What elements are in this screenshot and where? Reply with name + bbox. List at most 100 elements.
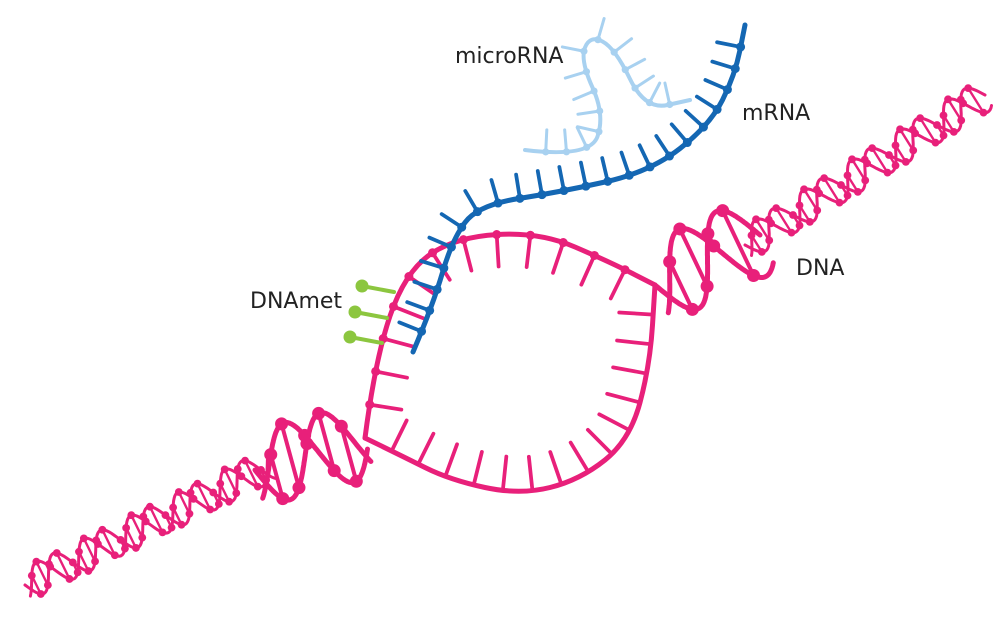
nucleotide-node: [645, 99, 654, 107]
base-pair: [177, 490, 191, 515]
base-pair: [774, 206, 793, 234]
base-tick: [568, 440, 591, 474]
nucleotide-node: [624, 170, 634, 180]
base-pair: [148, 505, 164, 534]
base-pair: [223, 468, 238, 495]
base-pair: [101, 528, 117, 557]
dna-backbone: [260, 420, 370, 501]
nucleotide-node: [664, 151, 674, 161]
base-tick: [373, 369, 409, 380]
nucleotide-node: [558, 238, 568, 248]
base-pair: [754, 218, 771, 242]
nucleotide-node: [542, 148, 550, 156]
base-pair: [946, 98, 963, 122]
nucleotide-node: [515, 193, 525, 203]
base-pair: [966, 86, 985, 114]
base-tick: [500, 454, 509, 493]
nucleotide-node: [580, 47, 588, 55]
base-pair: [822, 176, 841, 204]
base-pair: [82, 537, 97, 563]
base-tick: [563, 128, 568, 154]
nucleotide-node: [432, 284, 442, 294]
base-pair: [870, 146, 889, 174]
dna-molecule: [23, 84, 993, 598]
dna-upper-strand: [362, 230, 658, 441]
base-pair: [720, 208, 756, 278]
nucleotide-node: [446, 242, 456, 252]
base-tick: [560, 45, 586, 53]
nucleotide-node: [581, 181, 591, 191]
base-tick: [608, 267, 627, 301]
mrna-strand-backbone: [410, 22, 748, 355]
nucleotide-node: [589, 250, 599, 260]
base-tick: [648, 81, 662, 105]
base-pair: [196, 482, 212, 511]
base-tick: [544, 128, 549, 154]
dna-label: DNA: [796, 256, 844, 281]
base-tick: [524, 233, 533, 269]
nucleotide-node: [682, 138, 692, 148]
dna-lower-strand-backbone: [362, 282, 658, 494]
base-pair: [55, 551, 71, 581]
nucleotide-node: [621, 66, 629, 74]
base-pair: [677, 226, 710, 289]
microrna-label: microRNA: [455, 44, 563, 69]
dna-upper-strand-backbone: [362, 231, 658, 441]
base-pair: [339, 424, 359, 484]
base-tick: [443, 442, 459, 479]
dna-backbone: [665, 226, 776, 316]
base-tick: [391, 304, 426, 321]
nucleotide-node: [457, 222, 467, 232]
base-pair: [243, 459, 259, 488]
nucleotide-node: [583, 143, 591, 151]
nucleotide-node: [458, 235, 468, 245]
nucleotide-node: [425, 305, 435, 315]
base-tick: [526, 454, 535, 493]
base-tick: [575, 125, 601, 134]
dna-backbone: [28, 458, 269, 598]
dna-helix-left-thin: [23, 456, 279, 598]
dna-backbone: [750, 97, 993, 257]
methyl-group-dot: [355, 279, 369, 293]
nucleotide-node: [492, 230, 502, 240]
base-tick: [579, 253, 597, 287]
base-tick: [572, 89, 596, 102]
base-tick: [615, 338, 653, 347]
base-tick: [461, 237, 474, 273]
base-pair: [898, 128, 915, 152]
nucleotide-node: [645, 162, 655, 172]
nucleotide-node: [736, 42, 746, 52]
base-tick: [551, 240, 566, 275]
dnamet-label: DNAmet: [250, 289, 342, 314]
microrna-strand-backbone: [523, 37, 692, 155]
base-pair: [316, 411, 337, 473]
nucleotide-node: [610, 48, 618, 56]
nucleotide-node: [562, 148, 571, 156]
nucleotide-node: [712, 104, 722, 114]
dna-helix-left-thick: [252, 406, 374, 506]
base-tick: [563, 70, 588, 80]
base-tick: [617, 310, 656, 317]
rna-molecules: [397, 17, 748, 355]
methyl-group-dot: [343, 330, 357, 344]
base-tick: [381, 336, 417, 349]
base-pair: [850, 158, 867, 182]
nucleotide-node: [620, 265, 630, 275]
nucleotide-node: [596, 107, 604, 115]
base-tick: [471, 450, 484, 487]
nucleotide-node: [439, 263, 449, 273]
nucleotide-node: [404, 272, 414, 282]
microrna-strand: [523, 17, 692, 156]
base-tick: [597, 412, 632, 432]
nucleotide-node: [428, 248, 438, 258]
nucleotide-node: [371, 366, 381, 376]
base-tick: [548, 450, 564, 487]
dna-methylation-marks: [343, 279, 396, 345]
nucleotide-node: [631, 84, 639, 92]
base-tick: [623, 57, 647, 72]
base-pair: [918, 116, 937, 144]
dna-backbone: [252, 410, 374, 503]
base-tick: [611, 365, 649, 376]
base-pair: [667, 259, 695, 312]
